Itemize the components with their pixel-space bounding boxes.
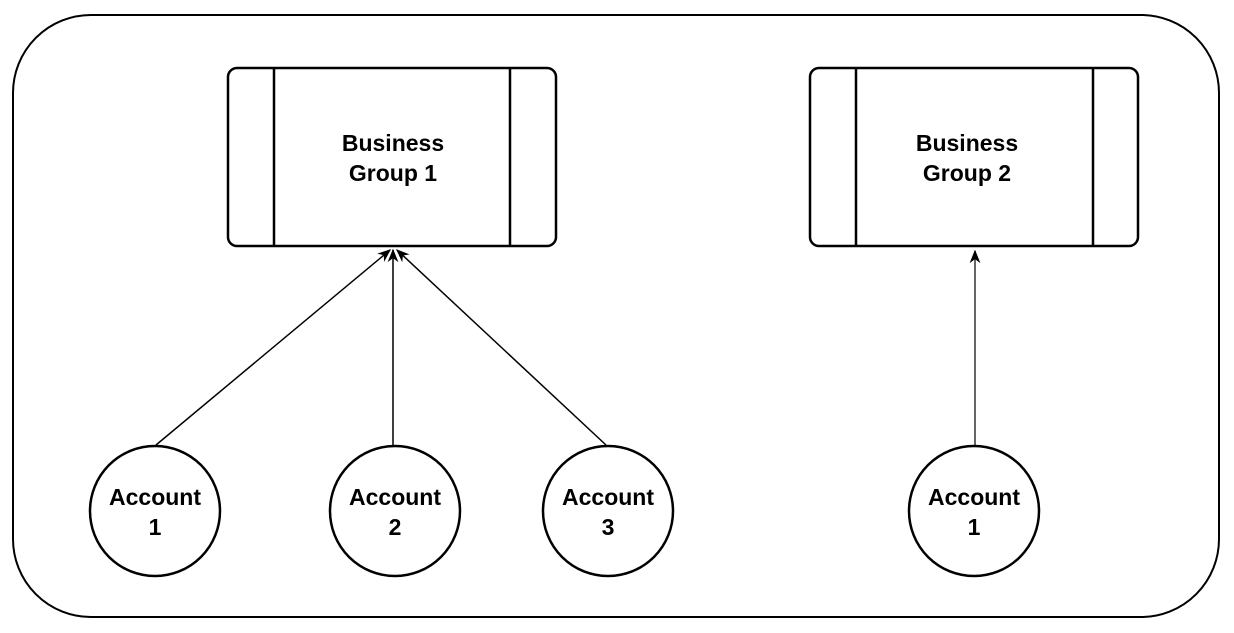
bg1-account-2-label-line2: 2 bbox=[389, 514, 402, 540]
bg1-account-3-label-line2: 3 bbox=[602, 514, 615, 540]
business-group-1: Business Group 1 bbox=[226, 66, 558, 248]
bg2-account-1-label-line1: Account bbox=[928, 484, 1020, 510]
business-group-2-label-line2: Group 2 bbox=[923, 160, 1011, 186]
business-group-2: Business Group 2 bbox=[808, 66, 1140, 248]
bg1-account-1-label-line1: Account bbox=[109, 484, 201, 510]
bg1-account-1-label-line2: 1 bbox=[149, 514, 162, 540]
bg1-account-1-circle bbox=[88, 444, 222, 578]
arrow-bg1-account3-to-group bbox=[396, 249, 607, 446]
business-group-1-label-line1: Business bbox=[342, 130, 444, 156]
arrow-bg1-account1-to-group bbox=[155, 249, 392, 446]
business-group-2-box bbox=[808, 66, 1140, 248]
bg2-account-1: Account 1 bbox=[907, 444, 1041, 578]
business-group-2-label-line1: Business bbox=[916, 130, 1018, 156]
bg1-account-2: Account 2 bbox=[328, 444, 462, 578]
bg1-account-3-circle bbox=[541, 444, 675, 578]
bg1-account-2-label-line1: Account bbox=[349, 484, 441, 510]
business-group-1-label-line2: Group 1 bbox=[349, 160, 437, 186]
bg2-account-1-circle bbox=[907, 444, 1041, 578]
bg1-account-1: Account 1 bbox=[88, 444, 222, 578]
bg1-account-3-label-line1: Account bbox=[562, 484, 654, 510]
bg1-account-3: Account 3 bbox=[541, 444, 675, 578]
bg1-account-2-circle bbox=[328, 444, 462, 578]
business-group-1-box bbox=[226, 66, 558, 248]
bg2-account-1-label-line2: 1 bbox=[968, 514, 981, 540]
